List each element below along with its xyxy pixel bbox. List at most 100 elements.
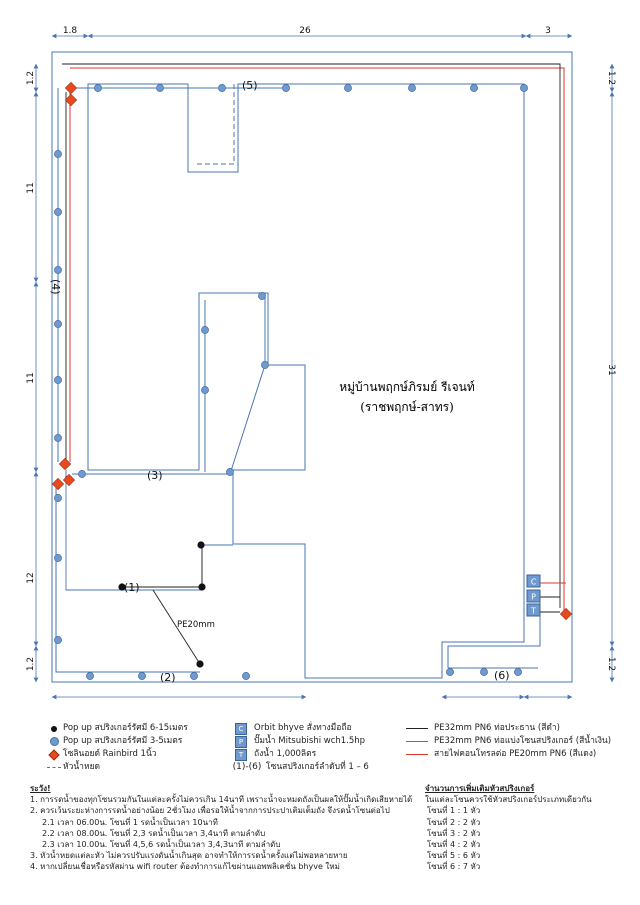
note-item: 4. หากเปลี่ยนเชื่อหรือรหัสผ่าน wifi rout…: [30, 862, 340, 872]
pipe-line-icon: [406, 728, 428, 729]
note-item: 2.3 เวลา 10.00น. โซนที่ 4,5,6 รดน้ำเป็นเ…: [42, 840, 281, 850]
zone-6-label: (6): [494, 669, 510, 682]
zone-3-label: (3): [147, 469, 163, 482]
warning-notes: ระวัง! 1. การรดน้ำของทุกโซนรวมกันในแต่ละ…: [30, 783, 430, 873]
zone-2-label: (2): [160, 671, 176, 684]
sprinkler-small: [408, 84, 416, 92]
sprinkler-small: [54, 208, 62, 216]
sprinkler-icon: [49, 737, 59, 746]
sprinkler-small: [201, 326, 209, 334]
count-heading: จำนวนการเพิ่มเติมหัวสปริงเกอร์: [425, 784, 535, 793]
svg-text:3: 3: [545, 26, 551, 36]
sprinkler-small: [54, 636, 62, 644]
sprinkler-small: [54, 376, 62, 384]
sprinkler-large: [197, 541, 205, 549]
legend-item: สายไฟคอนโทรลต่อ PE20mm PN6 (สีแดง): [406, 748, 611, 761]
svg-text:1.2: 1.2: [606, 71, 616, 85]
legend-item: โซลินอยด์ Rainbird 1นิ้ว: [45, 748, 188, 761]
svg-text:1.2: 1.2: [26, 657, 36, 671]
legend-item: หัวน้ำหยด: [45, 761, 188, 774]
legend-pipes: PE32mm PN6 ท่อประธาน (สีดำ)PE32mm PN6 ท่…: [406, 722, 611, 761]
sprinkler-small: [138, 672, 146, 680]
sprinkler-large: [198, 583, 206, 591]
sprinkler-small: [344, 84, 352, 92]
sprinkler-small: [54, 494, 62, 502]
solenoid-valve: [64, 93, 78, 107]
solenoid-icon: [48, 748, 60, 761]
count-item: โซนที่ 1 : 1 หัว: [427, 806, 481, 816]
project-title: หมู่บ้านพฤกษ์ภิรมย์ รีเจนท์: [339, 380, 475, 395]
pipe-line-icon: [406, 741, 428, 742]
dimension-labels: 1.8 26 3 1.2 11 11 12 1.2 1.2 31 1.2 15 …: [26, 26, 616, 671]
equipment-icon: C: [235, 722, 247, 735]
control-wire: [69, 67, 565, 612]
site-plan: C P T (5) (3) (1) (2) (6) (4) PE20mm หมู…: [26, 26, 616, 700]
solenoid-valve: [58, 457, 72, 471]
sprinkler-small: [480, 668, 488, 676]
sprinkler-small: [54, 150, 62, 158]
pipe-label: PE20mm: [177, 620, 215, 630]
zone-4-label: (4): [49, 279, 62, 295]
sprinkler-small: [514, 668, 522, 676]
lot-boundary: [51, 51, 573, 683]
count-subtitle: ในแต่ละโซนควรใช้หัวสปริงเกอร์ประเภทเดียว…: [425, 795, 592, 805]
pump-box: P: [531, 593, 536, 602]
controller-box: C: [531, 578, 537, 587]
legend-item: (1)-(6)โซนสปริงเกอร์ลำดับที่ 1 – 6: [232, 762, 369, 772]
solenoid-valve: [559, 607, 573, 621]
legend-item: Pop up สปริงเกอร์รัศมี 6-15เมตร: [45, 722, 188, 735]
sprinkler-icon: [51, 725, 57, 732]
note-item: 3. หัวน้ำหยดแต่ละหัว ไม่ควรปรับแรงดันน้ำ…: [30, 851, 348, 861]
zone-5-label: (5): [242, 79, 258, 92]
legend-item: PE32mm PN6 ท่อประธาน (สีดำ): [406, 722, 611, 735]
zone-1-pipe: [120, 546, 203, 665]
sprinkler-small: [446, 668, 454, 676]
svg-text:1.2: 1.2: [606, 657, 616, 671]
svg-text:1.2: 1.2: [26, 71, 36, 85]
notes-heading: ระวัง!: [30, 784, 51, 793]
sprinkler-large: [118, 583, 126, 591]
svg-text:31: 31: [606, 364, 616, 375]
sprinkler-small: [261, 361, 269, 369]
sprinkler-small: [242, 672, 250, 680]
legend-item: Pop up สปริงเกอร์รัศมี 3-5เมตร: [45, 735, 188, 748]
pipe-line-icon: [406, 754, 428, 755]
sprinkler-small: [86, 672, 94, 680]
count-item: โซนที่ 2 : 2 หัว: [427, 817, 481, 827]
tank-box: T: [530, 607, 536, 616]
sprinkler-small: [201, 386, 209, 394]
sprinkler-small: [226, 468, 234, 476]
sprinkler-small: [94, 84, 102, 92]
sprinkler-small: [54, 554, 62, 562]
zone-1-label: (1): [124, 581, 140, 594]
note-item: 2.1 เวลา 06.00น. โซนที่ 1 รดน้ำเป็นเวลา …: [42, 817, 218, 827]
svg-text:26: 26: [299, 26, 311, 36]
count-item: โซนที่ 5 : 6 หัว: [427, 851, 481, 861]
equipment-boxes: C P T: [526, 574, 541, 617]
sprinkler-large: [196, 660, 204, 668]
house-outline: [87, 83, 525, 679]
sprinkler-small: [78, 470, 86, 478]
solenoid-valve: [62, 473, 76, 487]
drip-icon: [47, 767, 61, 768]
count-item: โซนที่ 4 : 2 หัว: [427, 840, 481, 850]
note-item: 2.2 เวลา 08.00น. โซนที่ 2,3 รดน้ำเป็นเวล…: [42, 828, 266, 838]
count-item: โซนที่ 6 : 7 หัว: [427, 862, 481, 872]
project-subtitle: (ราชพฤกษ์-สาทร): [360, 400, 454, 414]
dimension-lines: [33, 33, 615, 700]
drip-line: [196, 84, 235, 165]
solenoid-valve: [64, 81, 78, 95]
solenoid-valve: [51, 477, 65, 491]
note-item: 1. การรดน้ำของทุกโซนรวมกันในแต่ละครั้งไม…: [30, 795, 413, 805]
zone-1-area: [65, 470, 233, 591]
sprinkler-small: [54, 266, 62, 274]
count-item: โซนที่ 3 : 2 หัว: [427, 828, 481, 838]
svg-text:11: 11: [26, 372, 36, 383]
sprinkler-count: จำนวนการเพิ่มเติมหัวสปริงเกอร์ ในแต่ละโซ…: [425, 783, 625, 873]
main-pipe: [62, 63, 561, 613]
